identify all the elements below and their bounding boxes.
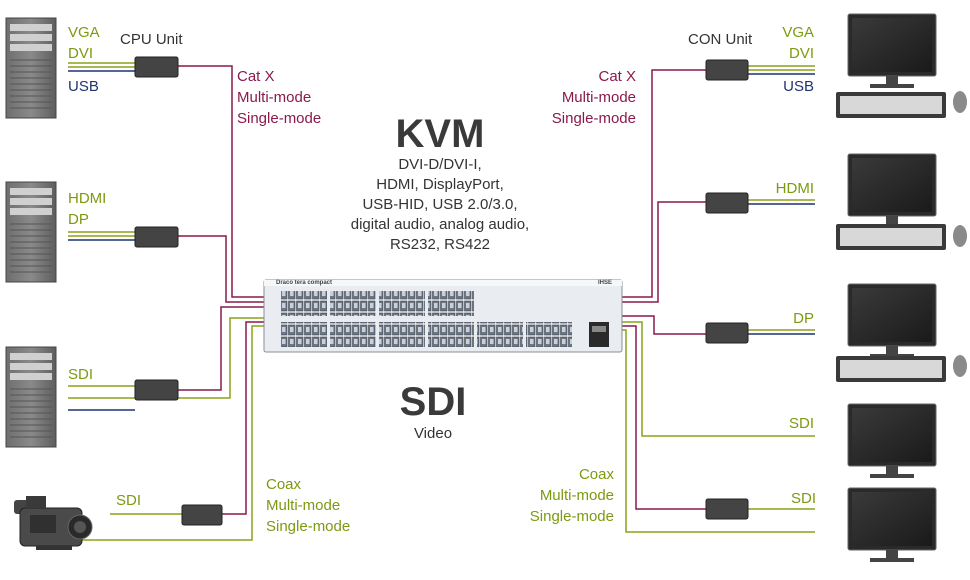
port-block-bot-3 [379,322,425,347]
monitor-icon-3 [847,283,937,358]
mon5-video-label: SDI [790,490,816,507]
kvm-line-3: USB-HID, USB 2.0/3.0, [362,196,518,213]
extender-units [134,56,749,526]
left-cat-labels: Cat X Multi-mode Single-mode [237,66,321,129]
kvm-description: DVI-D/DVI-I, HDMI, DisplayPort, USB-HID,… [320,155,560,255]
mon4-video-label: SDI [788,415,814,432]
pc1-usb-label: USB [68,78,99,95]
keyboard-icon-2 [836,224,946,250]
sdi-subtitle: Video [413,425,453,442]
cpu-unit-label: CPU Unit [120,31,183,48]
monitor-icon-2 [847,153,937,228]
right-lines [620,65,815,533]
left-cat-1: Cat X [237,68,275,85]
ws3-video-label: DP [793,310,814,327]
matrix-mark: IHSE [598,280,613,286]
cpu-unit-box-4 [181,504,223,526]
keyboard-icon-1 [836,92,946,118]
port-block-bot-1 [281,322,327,347]
right-coax-1: Coax [578,466,614,483]
pc1-video-labels: VGA DVI [68,22,100,64]
con-unit-label: CON Unit [688,31,753,48]
left-coax-2: Multi-mode [266,497,341,514]
monitor-icon-5 [847,487,937,562]
monitor-icon-1 [847,13,937,88]
cpu-unit-box-1 [134,56,179,78]
con-unit-box-2 [705,192,749,214]
port-block-top-4 [428,291,474,316]
ws1-usb-label: USB [783,78,814,95]
kvm-line-1: DVI-D/DVI-I, [398,156,482,173]
tower-pc-icon-1 [5,17,57,119]
pc3-video-label: SDI [68,366,94,383]
matrix-brand: Draco tera compact [276,280,333,286]
monitor-icon-4 [847,403,937,478]
tower-pc-icon-3 [5,346,57,448]
port-block-top-1 [281,291,327,316]
left-cat-2: Multi-mode [237,89,312,106]
sdi-title: SDI [399,380,467,424]
left-coax-labels: Coax Multi-mode Single-mode [266,474,350,537]
ws1-video-labels: VGA DVI [760,22,814,64]
right-cat-1: Cat X [598,68,636,85]
pc2-video-2: DP [68,211,89,228]
port-block-bot-2 [330,322,376,347]
mouse-icon-2 [953,225,967,247]
right-coax-3: Single-mode [529,508,614,525]
cpu-unit-box-2 [134,226,179,248]
pc2-video-1: HDMI [68,190,107,207]
pc1-video-1: VGA [68,24,100,41]
right-cat-3: Single-mode [551,110,636,127]
port-block-bot-6 [526,322,572,347]
con-unit-box-4 [705,498,749,520]
port-block-bot-4 [428,322,474,347]
matrix-switch [263,279,623,353]
tower-pc-icon-2 [5,181,57,283]
left-coax-1: Coax [266,476,302,493]
cpu-unit-box-3 [134,379,179,401]
pc1-video-2: DVI [68,45,94,62]
kvm-line-2: HDMI, DisplayPort, [376,176,504,193]
video-camera-icon [14,496,93,550]
con-unit-box-1 [705,59,749,81]
right-coax-2: Multi-mode [539,487,614,504]
ws1-video-1: VGA [782,24,814,41]
right-cat-2: Multi-mode [561,89,636,106]
con-unit-box-3 [705,322,749,344]
port-block-top-2 [330,291,376,316]
mouse-icon-3 [953,355,967,377]
kvm-line-4: digital audio, analog audio, [350,216,530,233]
keyboard-icon-3 [836,356,946,382]
left-coax-3: Single-mode [266,518,351,535]
mouse-icon-1 [953,91,967,113]
ws1-video-2: DVI [788,45,814,62]
left-cat-3: Single-mode [237,110,322,127]
port-block-bot-5 [477,322,523,347]
kvm-line-5: RS232, RS422 [389,236,491,253]
port-block-top-3 [379,291,425,316]
right-cat-labels: Cat X Multi-mode Single-mode [520,66,636,129]
pc2-video-labels: HDMI DP [68,188,106,230]
right-coax-labels: Coax Multi-mode Single-mode [494,464,614,527]
ws2-video-label: HDMI [775,180,814,197]
kvm-title: KVM [395,112,485,156]
camera-video-label: SDI [116,492,142,509]
